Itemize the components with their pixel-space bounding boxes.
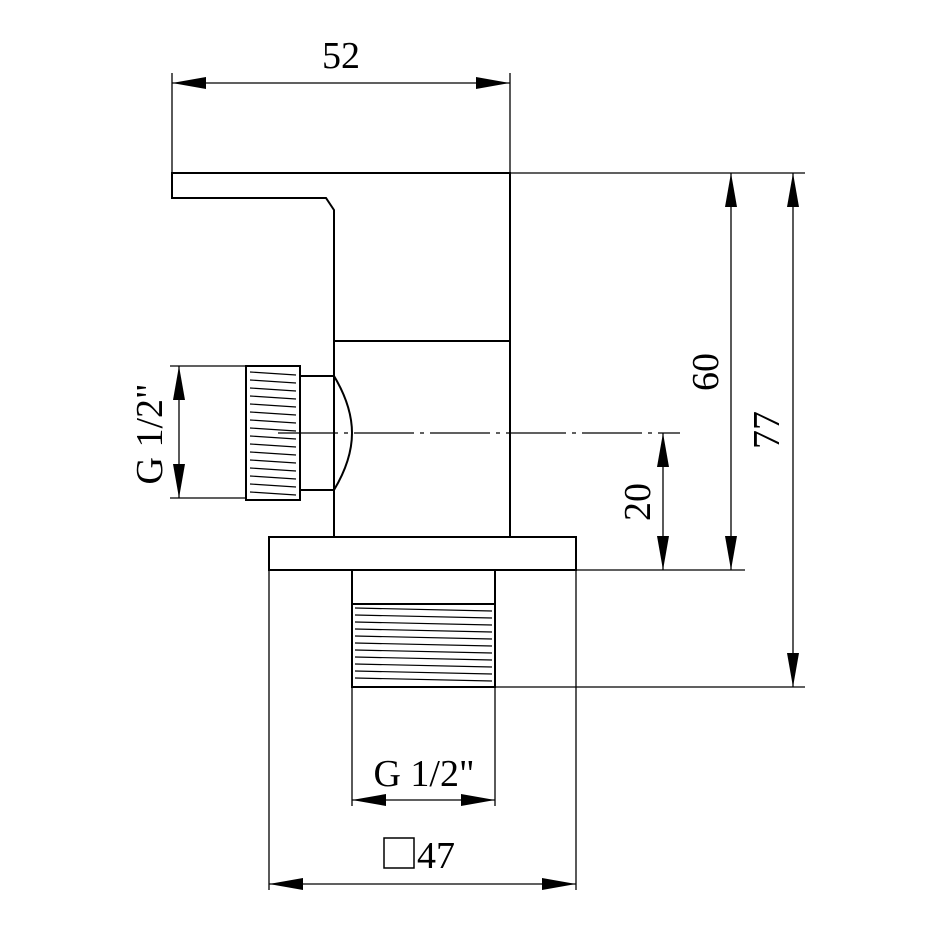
bottom-collar: [351, 569, 496, 605]
dim-outlet-offset-label: 20: [617, 483, 659, 521]
thread-line: [249, 483, 297, 488]
dim-side-thread-label: G 1/2": [129, 383, 171, 484]
thread-line: [249, 371, 297, 376]
thread-line: [249, 419, 297, 424]
thread-line: [249, 451, 297, 456]
thread-line: [354, 642, 493, 647]
thread-line: [249, 387, 297, 392]
thread-line: [354, 607, 493, 612]
thread-line: [354, 656, 493, 661]
dim-side-thread: G 1/2": [129, 366, 185, 498]
thread-line: [249, 403, 297, 408]
thread-line: [354, 670, 493, 675]
side-outlet-nut: [299, 375, 354, 491]
extension-lines: [170, 73, 805, 890]
dim-outlet-offset: 20: [617, 433, 669, 570]
thread-line: [249, 443, 297, 448]
thread-line: [249, 395, 297, 400]
dim-total-height-label: 77: [746, 411, 788, 449]
thread-line: [354, 663, 493, 668]
dim-flange-square: 47: [269, 835, 576, 890]
thread-line: [354, 635, 493, 640]
thread-line: [354, 649, 493, 654]
bottom-thread-lines: [354, 607, 493, 682]
thread-line: [249, 475, 297, 480]
thread-line: [354, 614, 493, 619]
lower-body: [333, 340, 511, 538]
thread-line: [354, 677, 493, 682]
thread-line: [249, 459, 297, 464]
square-symbol-icon: [383, 837, 415, 869]
dim-bottom-thread-label: G 1/2": [373, 753, 474, 795]
thread-line: [249, 427, 297, 432]
bottom-thread-connector: [351, 603, 496, 688]
dim-top-width-label: 52: [322, 35, 360, 77]
dim-body-height: 60: [685, 173, 737, 570]
thread-line: [249, 379, 297, 384]
thread-line: [249, 411, 297, 416]
handle-lever: [171, 172, 511, 342]
dim-body-height-label: 60: [685, 353, 727, 391]
dim-total-height: 77: [746, 173, 799, 687]
thread-line: [354, 628, 493, 633]
thread-line: [249, 467, 297, 472]
dim-flange-square-label: 47: [417, 835, 455, 877]
thread-line: [354, 621, 493, 626]
base-flange: [268, 536, 577, 571]
thread-line: [249, 435, 297, 440]
valve-outline: [171, 172, 577, 688]
dim-bottom-thread: G 1/2": [352, 753, 495, 806]
side-thread-lines: [249, 371, 297, 496]
dim-top-width: 52: [172, 35, 510, 89]
thread-line: [249, 491, 297, 496]
